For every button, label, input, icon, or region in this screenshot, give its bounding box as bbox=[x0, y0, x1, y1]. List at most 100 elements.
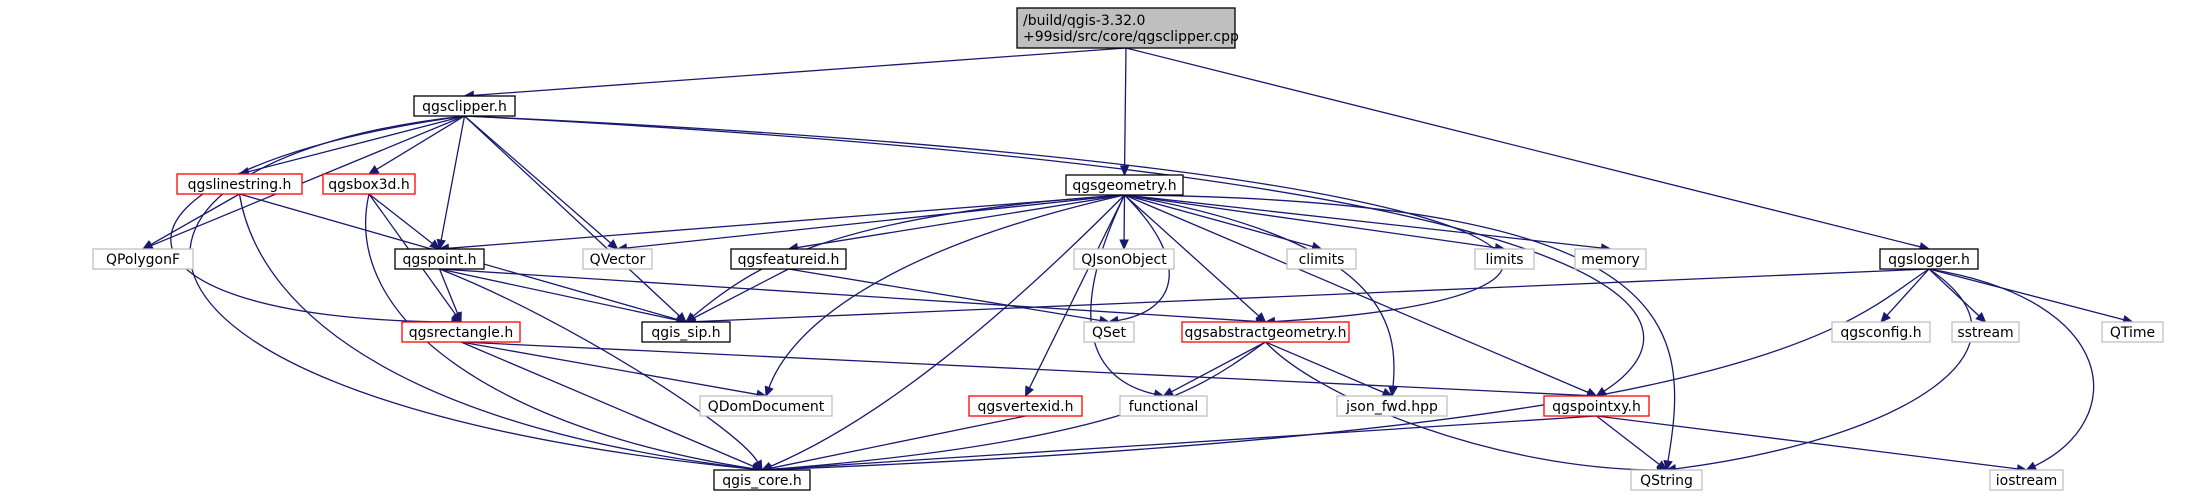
node-label: qgsclipper.h bbox=[422, 99, 507, 115]
node-label: QDomDocument bbox=[708, 399, 825, 415]
node-label: QTime bbox=[2110, 325, 2155, 341]
edge-qgsclipper-h-to-qgis-sip-h bbox=[464, 115, 687, 323]
edge-line bbox=[1124, 194, 1602, 249]
arrow-head bbox=[1663, 459, 1673, 472]
edge-line bbox=[1124, 194, 1676, 462]
edge-line bbox=[460, 341, 758, 396]
node-qpolygonf[interactable]: QPolygonF bbox=[92, 248, 194, 270]
node-qgsrectangle-h[interactable]: qgsrectangle.h bbox=[401, 321, 521, 343]
node-qgsvertexid-h[interactable]: qgsvertexid.h bbox=[968, 395, 1083, 417]
node-json-fwd-hpp[interactable]: json_fwd.hpp bbox=[1336, 395, 1448, 417]
node-qset[interactable]: QSet bbox=[1083, 321, 1135, 343]
node-box bbox=[1286, 248, 1357, 270]
node-qgsgeometry-h[interactable]: qgsgeometry.h bbox=[1065, 174, 1184, 196]
edge-line bbox=[1124, 194, 1496, 249]
edge-qgsclipper-h-to-qgsrectangle-h bbox=[170, 115, 465, 327]
node-box bbox=[176, 173, 303, 195]
edge-qgsgeometry-h-to-qgspointxy-h bbox=[1124, 194, 1598, 397]
edge-line bbox=[770, 268, 1930, 471]
node-label: QJsonObject bbox=[1081, 252, 1167, 268]
node-box bbox=[413, 95, 516, 117]
edge-qgsabstractgeometry-h-to-functional bbox=[1162, 341, 1266, 397]
node-qgslogger-h[interactable]: qgslogger.h bbox=[1879, 248, 1979, 270]
node-root[interactable]: /build/qgis-3.32.0+99sid/src/core/qgscli… bbox=[1016, 7, 1239, 49]
node-label: QString bbox=[1640, 473, 1693, 489]
node-box bbox=[1181, 321, 1350, 343]
edge-line bbox=[460, 341, 1588, 397]
edge-line bbox=[770, 194, 1125, 468]
arrow-head bbox=[1656, 460, 1668, 471]
arrow-head bbox=[1880, 311, 1891, 323]
node-label: climits bbox=[1299, 252, 1345, 268]
edge-line bbox=[238, 193, 754, 470]
node-qgspointxy-h[interactable]: qgspointxy.h bbox=[1543, 395, 1650, 417]
node-climits[interactable]: climits bbox=[1286, 248, 1357, 270]
node-qgsclipper-h[interactable]: qgsclipper.h bbox=[413, 95, 516, 117]
arrow-head bbox=[1119, 165, 1130, 177]
edge-line bbox=[1928, 268, 1980, 317]
edge-qgsabstractgeometry-h-to-json-fwd-hpp bbox=[1265, 341, 1394, 397]
edge-qgslogger-h-to-sstream bbox=[1928, 268, 1987, 323]
edge-line bbox=[1125, 47, 1921, 248]
edge-line bbox=[797, 194, 1125, 249]
edge-line bbox=[626, 194, 1125, 249]
edge-qgsclipper-h-to-qvector bbox=[464, 115, 619, 250]
edge-qgsgeometry-h-to-qgsvertexid-h bbox=[1024, 194, 1126, 398]
edge-qgsclipper-h-to-qgis-core-h bbox=[189, 115, 764, 474]
arrow-head bbox=[764, 385, 774, 398]
arrow-head bbox=[2025, 461, 2038, 471]
edge-line bbox=[1265, 341, 1384, 394]
node-label: qgsabstractgeometry.h bbox=[1184, 325, 1346, 341]
node-qgsconfig-h[interactable]: qgsconfig.h bbox=[1831, 321, 1931, 343]
arrow-head bbox=[453, 311, 462, 324]
node-box bbox=[1083, 321, 1135, 343]
edge-line bbox=[1675, 268, 1973, 470]
node-qgspoint-h[interactable]: qgspoint.h bbox=[394, 248, 485, 270]
node-label: qgslinestring.h bbox=[188, 177, 292, 193]
node-qstring[interactable]: QString bbox=[1630, 469, 1703, 491]
node-functional[interactable]: functional bbox=[1119, 395, 1208, 417]
node-label: qgis_sip.h bbox=[651, 325, 720, 341]
node-memory[interactable]: memory bbox=[1574, 248, 1647, 270]
edge-qgsfeatureid-h-to-qgis-sip-h bbox=[684, 268, 789, 323]
node-qvector[interactable]: QVector bbox=[582, 248, 653, 270]
edge-line bbox=[464, 115, 1645, 392]
arrow-head bbox=[1119, 239, 1129, 251]
node-label: qgslogger.h bbox=[1888, 252, 1970, 268]
node-label: qgsvertexid.h bbox=[978, 399, 1074, 415]
node-label: QSet bbox=[1092, 325, 1127, 341]
node-qdomdocument[interactable]: QDomDocument bbox=[699, 395, 833, 417]
node-qjsonobject[interactable]: QJsonObject bbox=[1073, 248, 1175, 270]
node-qgsabstractgeometry-h[interactable]: qgsabstractgeometry.h bbox=[1181, 321, 1350, 343]
edge-root-to-qgsgeometry-h bbox=[1119, 47, 1130, 177]
arrow-head bbox=[1975, 312, 1987, 323]
node-box bbox=[92, 248, 194, 270]
node-qtime[interactable]: QTime bbox=[2101, 321, 2164, 343]
node-limits[interactable]: limits bbox=[1474, 248, 1535, 270]
node-sstream[interactable]: sstream bbox=[1951, 321, 2020, 343]
edge-qgsgeometry-h-to-qgsabstractgeometry-h bbox=[1124, 194, 1267, 323]
node-qgsfeatureid-h[interactable]: qgsfeatureid.h bbox=[730, 248, 847, 270]
edge-line bbox=[1090, 194, 1155, 395]
node-box bbox=[730, 248, 847, 270]
node-layer: /build/qgis-3.32.0+99sid/src/core/qgscli… bbox=[92, 7, 2164, 491]
edge-qgspoint-h-to-qgis-core-h bbox=[439, 268, 763, 472]
edge-qgsgeometry-h-to-qstring bbox=[1124, 194, 1676, 472]
arrow-head bbox=[141, 240, 154, 250]
edge-line bbox=[1124, 194, 1260, 317]
node-label: json_fwd.hpp bbox=[1345, 399, 1438, 415]
arrow-head bbox=[367, 164, 380, 175]
node-box bbox=[1831, 321, 1931, 343]
node-qgis-sip-h[interactable]: qgis_sip.h bbox=[641, 321, 731, 343]
node-iostream[interactable]: iostream bbox=[1989, 469, 2064, 491]
node-qgslinestring-h[interactable]: qgslinestring.h bbox=[176, 173, 303, 195]
edge-line bbox=[770, 415, 1026, 469]
node-box bbox=[1016, 7, 1236, 49]
edge-qgsgeometry-h-to-json-fwd-hpp bbox=[1124, 194, 1398, 398]
node-qgis-core-h[interactable]: qgis_core.h bbox=[713, 469, 811, 491]
node-box bbox=[394, 248, 485, 270]
edge-line bbox=[448, 194, 1125, 249]
node-qgsbox3d-h[interactable]: qgsbox3d.h bbox=[322, 173, 416, 195]
edge-line bbox=[439, 268, 1257, 323]
edge-qgsgeometry-h-to-functional bbox=[1090, 194, 1165, 399]
